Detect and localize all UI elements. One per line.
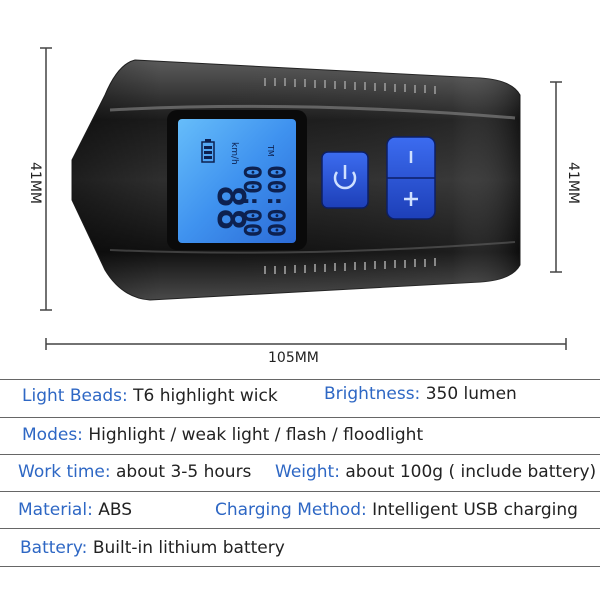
- grip-ridges-top: [264, 78, 436, 94]
- spec-value: Intelligent USB charging: [372, 500, 578, 520]
- lcd-time-row2: 00:00: [262, 165, 290, 237]
- plus-icon: [404, 192, 418, 206]
- power-button[interactable]: [321, 151, 369, 209]
- grip-ridges-bottom: [264, 258, 436, 274]
- spec-label: Brightness:: [324, 384, 421, 404]
- spec-light-beads: Light Beads: T6 highlight wick: [22, 386, 278, 406]
- spec-material: Material: ABS: [18, 500, 132, 520]
- spec-value: Highlight / weak light / flash / floodli…: [88, 425, 424, 445]
- spec-label: Light Beads:: [22, 386, 128, 406]
- spec-value: Built-in lithium battery: [92, 538, 285, 558]
- lcd-time: 00:00: [238, 165, 266, 237]
- minus-button[interactable]: [389, 139, 433, 177]
- spec-divider: [0, 417, 600, 418]
- spec-value: ABS: [98, 500, 132, 520]
- spec-modes: Modes: Highlight / weak light / flash / …: [22, 425, 423, 445]
- battery-icon: [201, 139, 215, 163]
- power-icon: [333, 165, 357, 190]
- spec-charging: Charging Method: Intelligent USB chargin…: [215, 500, 578, 520]
- dimension-height-right: 41MM: [564, 162, 581, 204]
- spec-divider: [0, 379, 600, 380]
- spec-label: Weight:: [275, 462, 340, 482]
- dimension-length: 105MM: [268, 350, 319, 366]
- dimension-height-left: 41MM: [26, 162, 43, 204]
- spec-battery: Battery: Built-in lithium battery: [20, 538, 285, 558]
- plus-button[interactable]: [389, 180, 433, 217]
- spec-value: T6 highlight wick: [133, 386, 278, 406]
- spec-divider: [0, 454, 600, 455]
- spec-work-time: Work time: about 3-5 hours: [18, 462, 251, 482]
- spec-label: Modes:: [22, 425, 83, 445]
- spec-divider: [0, 566, 600, 567]
- spec-divider: [0, 528, 600, 529]
- lcd-trip-label: TM: [266, 144, 275, 157]
- lcd-speed-unit: km/h: [229, 142, 239, 165]
- spec-weight: Weight: about 100g ( include battery): [275, 462, 596, 482]
- adjust-buttons: [386, 136, 436, 220]
- lcd-speed: 88: [209, 185, 253, 231]
- dimension-lines: [40, 47, 567, 350]
- spec-brightness: Brightness: 350 lumen: [324, 384, 517, 404]
- spec-label: Material:: [18, 500, 93, 520]
- spec-value: 350 lumen: [425, 384, 517, 404]
- spec-value: about 3-5 hours: [116, 462, 252, 482]
- lcd-display: 88 km/h TM 00:00 00:00: [167, 110, 307, 250]
- spec-label: Battery:: [20, 538, 88, 558]
- spec-label: Work time:: [18, 462, 111, 482]
- product-illustration: 88 km/h TM 00:00 00:00: [40, 47, 567, 350]
- spec-value: about 100g ( include battery): [345, 462, 597, 482]
- spec-label: Charging Method:: [215, 500, 367, 520]
- spec-divider: [0, 491, 600, 492]
